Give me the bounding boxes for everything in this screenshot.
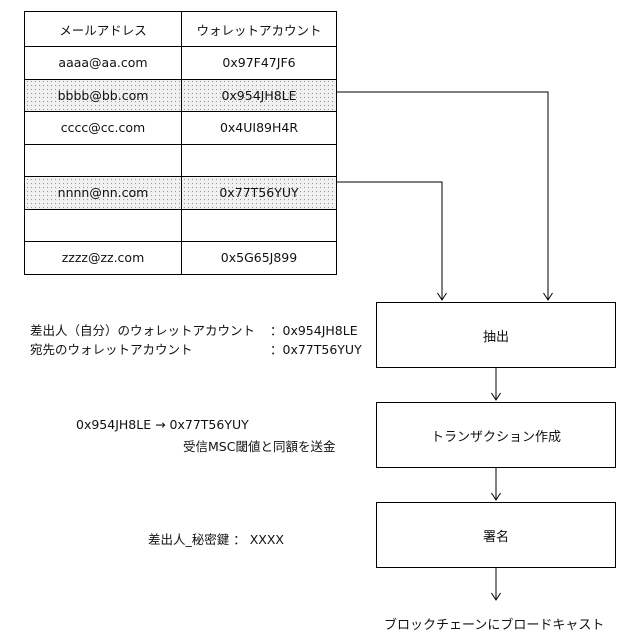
- sender-label: 差出人（自分）のウォレットアカウント: [30, 320, 255, 339]
- transfer-line: 0x954JH8LE → 0x77T56YUY: [76, 417, 249, 432]
- step-extract-label: 抽出: [483, 326, 509, 345]
- sender-value: ：0x954JH8LE: [270, 320, 358, 339]
- connector-dest-to-extract: [336, 182, 442, 300]
- step-create-transaction: トランザクション作成: [376, 402, 616, 468]
- dest-value: ：0x77T56YUY: [270, 339, 362, 358]
- dest-label: 宛先のウォレットアカウント: [30, 339, 193, 358]
- amount-line: 受信MSC閾値と同額を送金: [183, 436, 335, 455]
- secret-key-line: 差出人_秘密鍵 ： XXXX: [148, 529, 284, 548]
- step-sign: 署名: [376, 502, 616, 568]
- step-extract: 抽出: [376, 302, 616, 368]
- broadcast-label: ブロックチェーンにブロードキャスト: [384, 614, 604, 633]
- step-create-transaction-label: トランザクション作成: [431, 426, 561, 445]
- step-sign-label: 署名: [483, 526, 509, 545]
